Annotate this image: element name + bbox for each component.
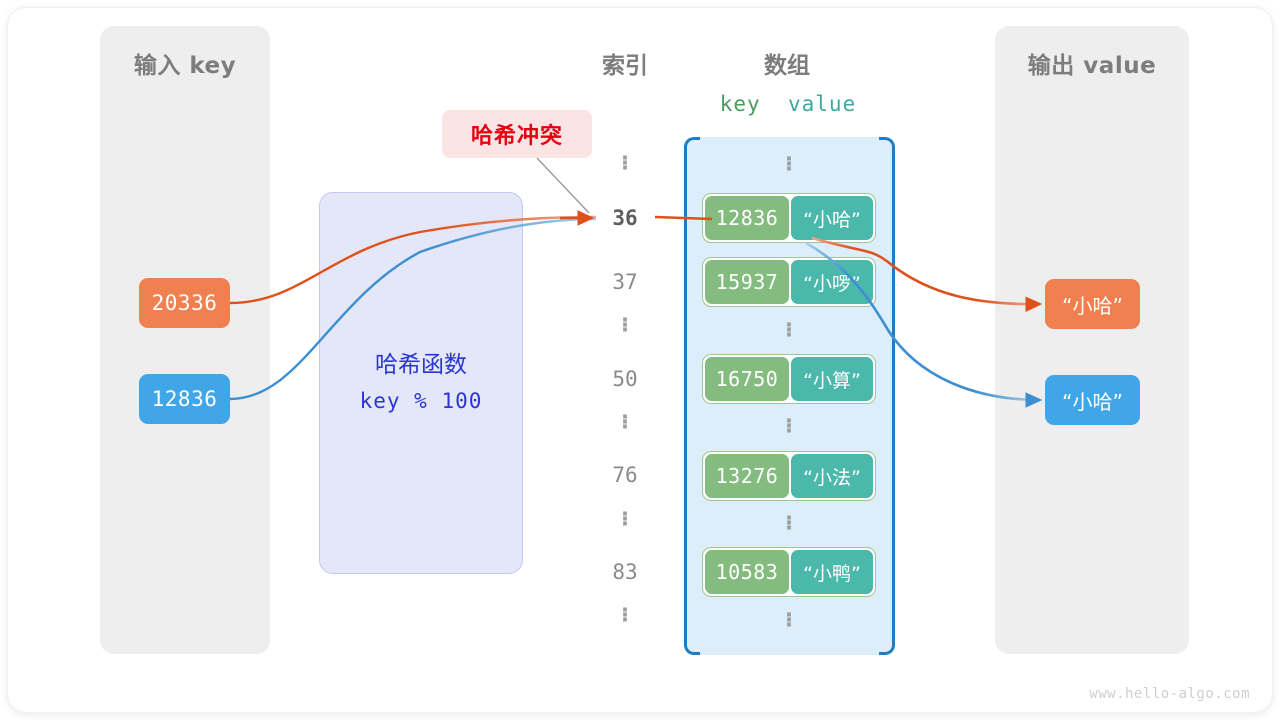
array-bracket-right [879,137,895,655]
index-ellipsis: ··· [621,502,629,536]
array-entry-key: 12836 [705,196,789,240]
site-watermark: www.hello-algo.com [1089,686,1250,702]
index-ellipsis: ··· [621,405,629,439]
array-entry-2[interactable]: 16750 “小算” [702,354,876,404]
array-ellipsis: ··· [785,603,793,637]
output-value-chip-2[interactable]: “小哈” [1045,375,1140,425]
array-entry-3[interactable]: 13276 “小法” [702,451,876,501]
index-ellipsis: ··· [621,308,629,342]
array-entry-value: “小算” [791,357,873,401]
array-bracket-left [684,137,700,655]
array-entry-0[interactable]: 12836 “小哈” [702,193,876,243]
array-entry-key: 10583 [705,550,789,594]
hash-function-box: 哈希函数 key % 100 [319,192,523,574]
output-value-chip-1[interactable]: “小哈” [1045,279,1140,329]
hash-collision-badge: 哈希冲突 [442,110,592,158]
index-label-76: 76 [612,463,638,487]
kv-header-key: key [719,92,761,116]
array-entry-value: “小哈” [791,196,873,240]
index-label-83: 83 [612,560,638,584]
input-panel-title: 输入 key [133,53,237,79]
index-label-37: 37 [612,270,638,294]
hash-function-expression: key % 100 [359,389,483,413]
input-key-panel: 输入 key [100,26,270,654]
index-column-heading: 索引 [602,53,648,79]
array-column-heading: 数组 [764,53,810,79]
index-ellipsis: ··· [621,598,629,632]
key-value-header: key value [690,92,886,116]
array-ellipsis: ··· [785,147,793,181]
array-entry-value: “小鸭” [791,550,873,594]
array-entry-value: “小啰” [791,260,873,304]
array-entry-1[interactable]: 15937 “小啰” [702,257,876,307]
index-ellipsis: ··· [621,146,629,180]
hash-function-name: 哈希函数 [375,352,467,378]
input-key-chip-1[interactable]: 20336 [139,278,230,328]
array-entry-key: 15937 [705,260,789,304]
array-ellipsis: ··· [785,409,793,443]
kv-header-value: value [788,92,857,116]
index-column: ··· 36 37 ··· 50 ··· 76 ··· 83 ··· [575,130,675,650]
array-entry-key: 13276 [705,454,789,498]
index-label-50: 50 [612,367,638,391]
array-entry-key: 16750 [705,357,789,401]
output-value-panel: 输出 value [995,26,1189,654]
index-label-36: 36 [612,206,638,230]
input-key-chip-2[interactable]: 12836 [139,374,230,424]
output-panel-title: 输出 value [1027,53,1157,79]
array-entry-4[interactable]: 10583 “小鸭” [702,547,876,597]
array-entry-value: “小法” [791,454,873,498]
array-ellipsis: ··· [785,506,793,540]
array-ellipsis: ··· [785,313,793,347]
